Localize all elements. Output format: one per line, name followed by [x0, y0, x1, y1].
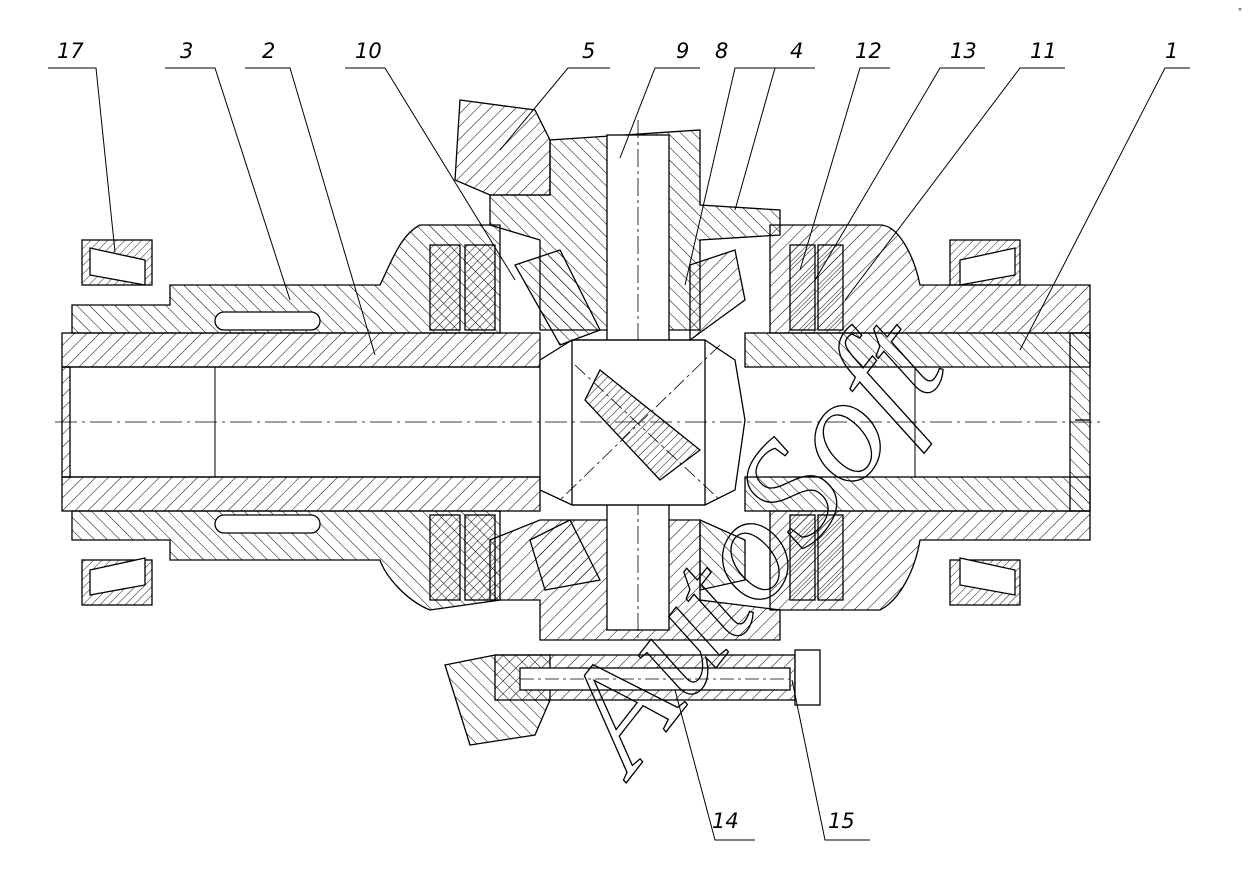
leader-lines — [48, 67, 1190, 841]
callout-9: 9 — [676, 39, 689, 63]
callout-2: 2 — [262, 39, 275, 63]
callout-17: 17 — [57, 39, 84, 63]
callout-12: 12 — [855, 39, 882, 63]
callout-5: 5 — [582, 39, 595, 63]
section-drawing — [55, 99, 1100, 746]
callout-8: 8 — [715, 39, 728, 63]
callout-15: 15 — [828, 809, 855, 833]
callout-11: 11 — [1030, 39, 1057, 63]
callout-10: 10 — [355, 39, 382, 63]
callout-14: 14 — [712, 809, 739, 833]
callout-1: 1 — [1165, 39, 1178, 63]
callout-3: 3 — [180, 39, 193, 63]
callout-4: 4 — [790, 39, 803, 63]
callout-13: 13 — [950, 39, 977, 63]
corner-mark: ° — [1238, 7, 1242, 16]
callout-labels: 17 3 2 10 5 9 8 4 12 13 11 1 14 15 — [57, 39, 1178, 833]
